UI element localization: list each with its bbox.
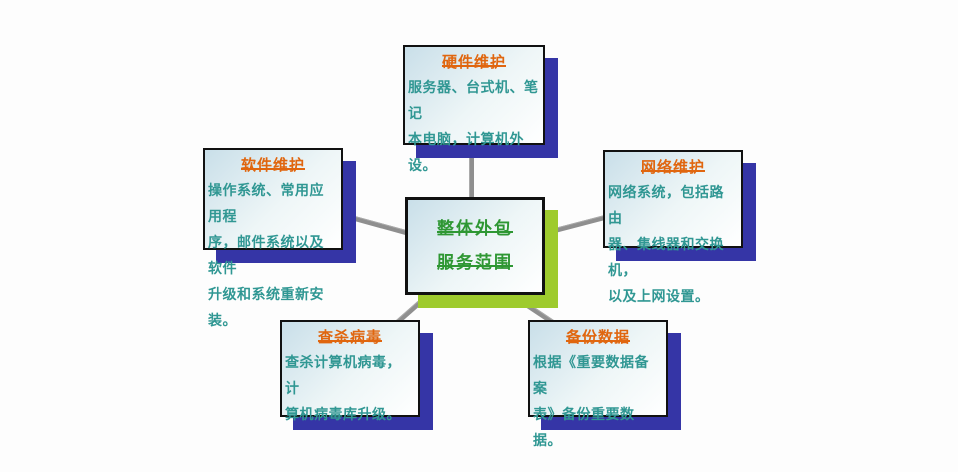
node-body: 根据《重要数据备案 表》备份重要数据。 xyxy=(533,355,649,449)
node-box: 备份数据 根据《重要数据备案 表》备份重要数据。 xyxy=(528,320,668,449)
node-box: 网络维护 网络系统，包括路由 器、集线器和交换机， 以及上网设置。 xyxy=(603,150,743,305)
node-title: 网络维护 xyxy=(640,158,705,176)
node-title: 软件维护 xyxy=(240,156,305,174)
connector-center-to-hardware xyxy=(469,155,474,200)
node-body: 网络系统，包括路由 器、集线器和交换机， 以及上网设置。 xyxy=(608,185,724,305)
node-box: 硬件维护 服务器、台式机、笔记 本电脑，计算机外设。 xyxy=(403,45,545,174)
connector-center-to-software xyxy=(350,215,407,235)
node-data-backup: 备份数据 根据《重要数据备案 表》备份重要数据。 xyxy=(528,320,681,449)
node-hardware-maintenance: 硬件维护 服务器、台式机、笔记 本电脑，计算机外设。 xyxy=(403,45,558,174)
node-box: 整体外包 服务范围 xyxy=(405,197,545,295)
node-title: 查杀病毒 xyxy=(317,328,382,346)
node-center-service-scope: 整体外包 服务范围 xyxy=(405,197,558,308)
center-label: 整体外包 服务范围 xyxy=(437,219,513,273)
node-title: 备份数据 xyxy=(565,328,630,346)
node-network-maintenance: 网络维护 网络系统，包括路由 器、集线器和交换机， 以及上网设置。 xyxy=(603,150,756,305)
connector-center-to-network xyxy=(554,214,606,233)
node-box: 软件维护 操作系统、常用应用程 序，邮件系统以及软件 升级和系统重新安装。 xyxy=(203,148,343,329)
node-body: 服务器、台式机、笔记 本电脑，计算机外设。 xyxy=(408,80,539,174)
node-body: 操作系统、常用应用程 序，邮件系统以及软件 升级和系统重新安装。 xyxy=(208,183,324,329)
node-box: 查杀病毒 查杀计算机病毒，计 算机病毒库升级。 xyxy=(280,320,420,423)
node-virus-scan: 查杀病毒 查杀计算机病毒，计 算机病毒库升级。 xyxy=(280,320,433,430)
node-title: 硬件维护 xyxy=(441,53,506,71)
node-software-maintenance: 软件维护 操作系统、常用应用程 序，邮件系统以及软件 升级和系统重新安装。 xyxy=(203,148,356,329)
node-body: 查杀计算机病毒，计 算机病毒库升级。 xyxy=(285,355,401,423)
